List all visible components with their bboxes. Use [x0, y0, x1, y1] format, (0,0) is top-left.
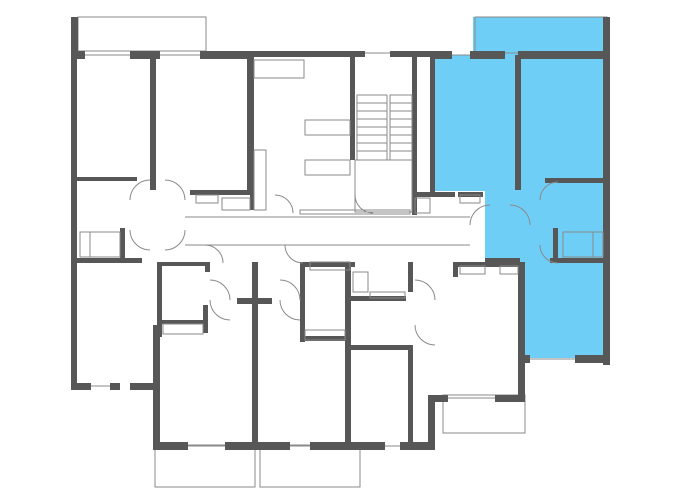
- corridor: [185, 216, 470, 246]
- windows: [85, 52, 575, 447]
- door-swings: [129, 179, 559, 346]
- service-shafts: [79, 59, 604, 341]
- walls: [71, 17, 610, 450]
- staircase: [354, 94, 413, 213]
